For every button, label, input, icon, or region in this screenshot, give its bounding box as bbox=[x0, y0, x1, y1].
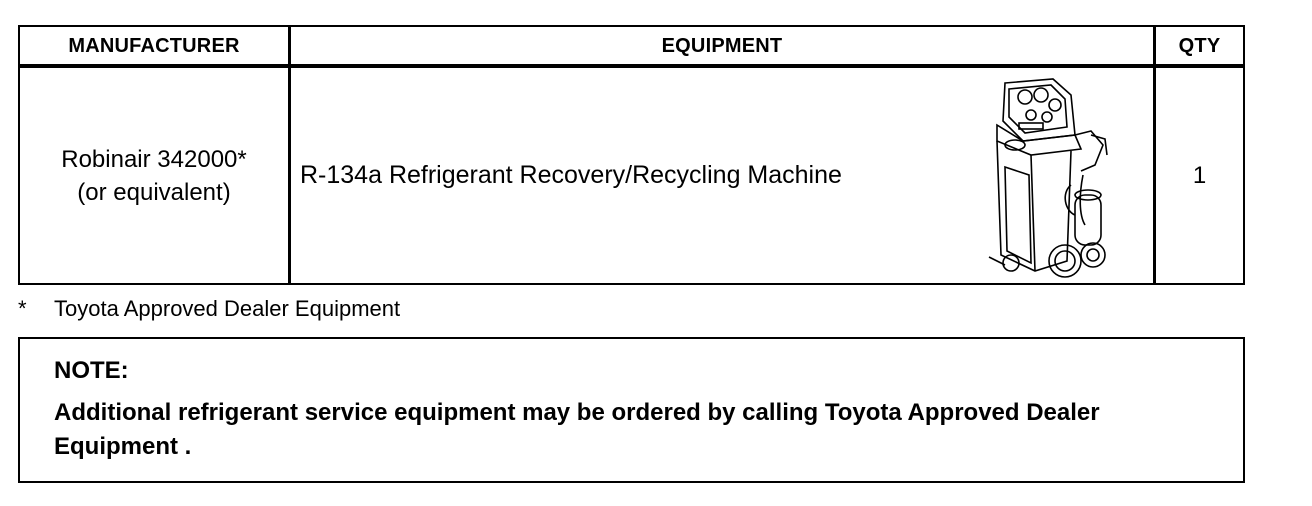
header-qty: QTY bbox=[1178, 34, 1221, 57]
manufacturer-name: Robinair 342000* bbox=[61, 145, 247, 173]
column-divider bbox=[1153, 27, 1156, 283]
column-divider bbox=[288, 27, 291, 283]
equipment-description: R-134a Refrigerant Recovery/Recycling Ma… bbox=[300, 161, 842, 189]
note-title: NOTE: bbox=[54, 357, 129, 384]
qty-cell: 1 bbox=[1156, 68, 1243, 283]
note-body: Additional refrigerant service equipment… bbox=[54, 399, 1100, 460]
recovery-machine-illustration bbox=[988, 78, 1108, 278]
header-manufacturer: MANUFACTURER bbox=[68, 34, 240, 57]
header-divider bbox=[20, 64, 1243, 68]
equipment-cell: R-134a Refrigerant Recovery/Recycling Ma… bbox=[290, 68, 842, 283]
manufacturer-note: (or equivalent) bbox=[77, 178, 231, 206]
footnote-marker: * bbox=[18, 296, 27, 321]
qty-value: 1 bbox=[1192, 161, 1207, 189]
footnote-text: Toyota Approved Dealer Equipment bbox=[54, 296, 401, 321]
manufacturer-cell: Robinair 342000* (or equivalent) bbox=[20, 68, 288, 283]
header-equipment: EQUIPMENT bbox=[661, 34, 783, 57]
note-box: NOTE: Additional refrigerant service equ… bbox=[18, 337, 1245, 483]
equipment-table: MANUFACTURER EQUIPMENT QTY Robinair 3420… bbox=[18, 25, 1245, 285]
footnote: * Toyota Approved Dealer Equipment bbox=[18, 296, 400, 322]
